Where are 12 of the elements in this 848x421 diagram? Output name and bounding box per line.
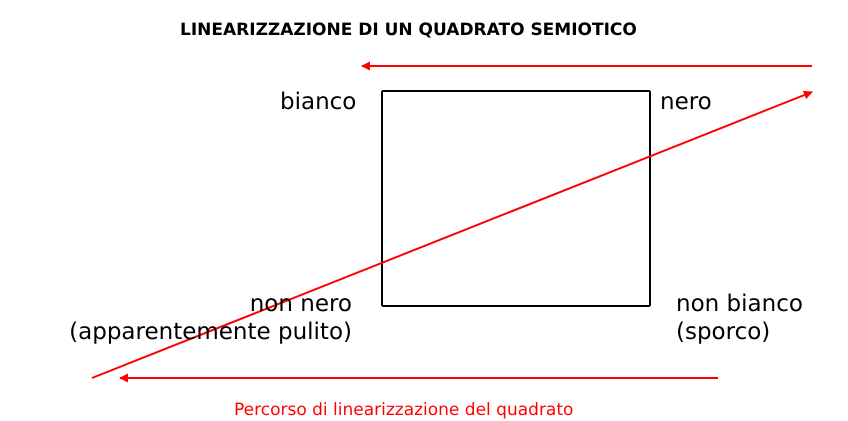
square-side — [382, 305, 650, 307]
arrow — [92, 90, 813, 379]
corner-label: non bianco (sporco) — [676, 290, 816, 378]
arrow — [361, 62, 812, 70]
caption-note: Percorso di linearizzazione del quadrato — [234, 399, 574, 421]
corner-label: bianco — [280, 66, 380, 116]
arrow — [119, 374, 718, 382]
diagram-title: LINEARIZZAZIONE DI UN QUADRATO SEMIOTICO — [180, 19, 637, 42]
square-side — [382, 90, 650, 92]
square-side — [649, 91, 651, 306]
square-side — [381, 91, 383, 306]
corner-label: nero — [660, 88, 740, 116]
